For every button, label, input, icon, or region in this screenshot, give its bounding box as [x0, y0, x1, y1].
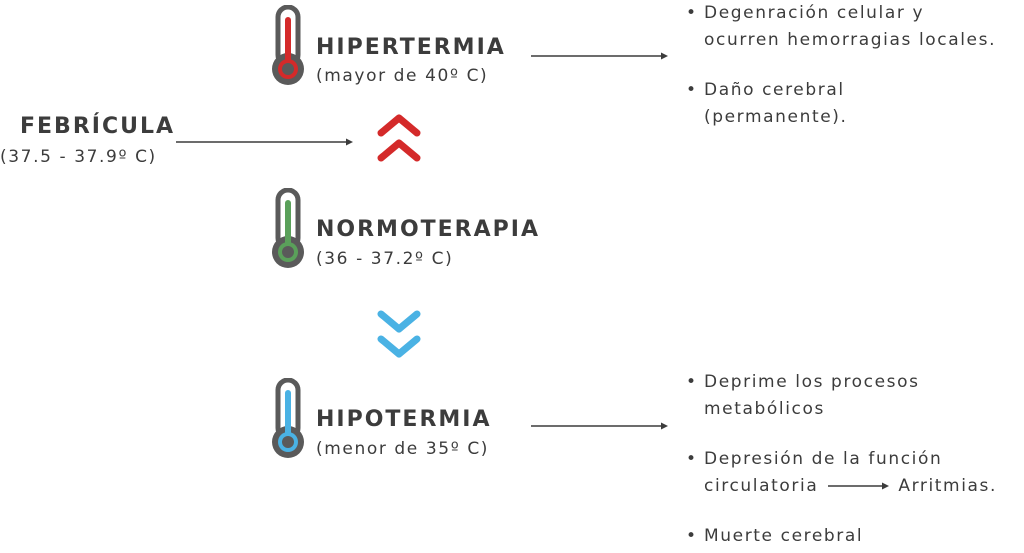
effect-line: metabólicos — [704, 399, 825, 419]
bullet-dot: • — [686, 372, 698, 392]
effect-line: Daño cerebral — [704, 80, 845, 100]
hipertermia-title: HIPERTERMIA — [316, 35, 506, 60]
effect-item: • Deprime los procesos metabólicos — [686, 369, 997, 423]
effect-line: Deprime los procesos — [704, 372, 920, 392]
hipotermia-arrow — [531, 422, 668, 430]
hipertermia-arrow — [531, 52, 668, 60]
hipotermia-range: (menor de 35º C) — [316, 439, 490, 459]
normoterapia-range: (36 - 37.2º C) — [316, 249, 454, 269]
effect-item: • Depresión de la función circulatoria Arr… — [686, 446, 997, 500]
consequence-label: Arritmias. — [898, 476, 998, 496]
hipotermia-title: HIPOTERMIA — [316, 407, 492, 432]
hipertermia-range: (mayor de 40º C) — [316, 66, 489, 86]
hipotermia-effects: • Deprime los procesos metabólicos • Depre… — [686, 369, 997, 550]
bullet-dot: • — [686, 526, 698, 546]
arrow-right-icon — [828, 482, 890, 490]
bullet-dot: • — [686, 3, 698, 23]
chevron-down-icon — [377, 310, 421, 358]
effect-line: (permanente). — [704, 107, 848, 127]
chevron-up-icon — [377, 114, 421, 162]
hipotermia-thermometer-icon — [272, 378, 304, 458]
hipertermia-effects: • Degenración celular y ocurren hemorragi… — [686, 0, 996, 131]
bullet-dot: • — [686, 449, 698, 469]
effect-line: circulatoria — [704, 476, 819, 496]
hypertermia-thermometer-icon — [272, 5, 304, 85]
normoterapia-title: NORMOTERAPIA — [316, 217, 540, 242]
bullet-dot: • — [686, 80, 698, 100]
febricula-arrow — [176, 138, 353, 146]
febricula-title: FEBRÍCULA — [20, 114, 176, 139]
effect-item: • Degenración celular y ocurren hemorragi… — [686, 0, 996, 54]
effect-line: ocurren hemorragias locales. — [704, 30, 997, 50]
effect-line-with-arrow: circulatoria Arritmias. — [686, 473, 997, 500]
normoterapia-thermometer-icon — [272, 188, 304, 268]
effect-line: Degenración celular y — [704, 3, 925, 23]
febricula-range: (37.5 - 37.9º C) — [0, 147, 157, 167]
effect-line: Muerte cerebral — [704, 526, 864, 546]
effect-item: • Daño cerebral (permanente). — [686, 77, 996, 131]
effect-item: • Muerte cerebral — [686, 523, 997, 550]
effect-line: Depresión de la función — [704, 449, 943, 469]
